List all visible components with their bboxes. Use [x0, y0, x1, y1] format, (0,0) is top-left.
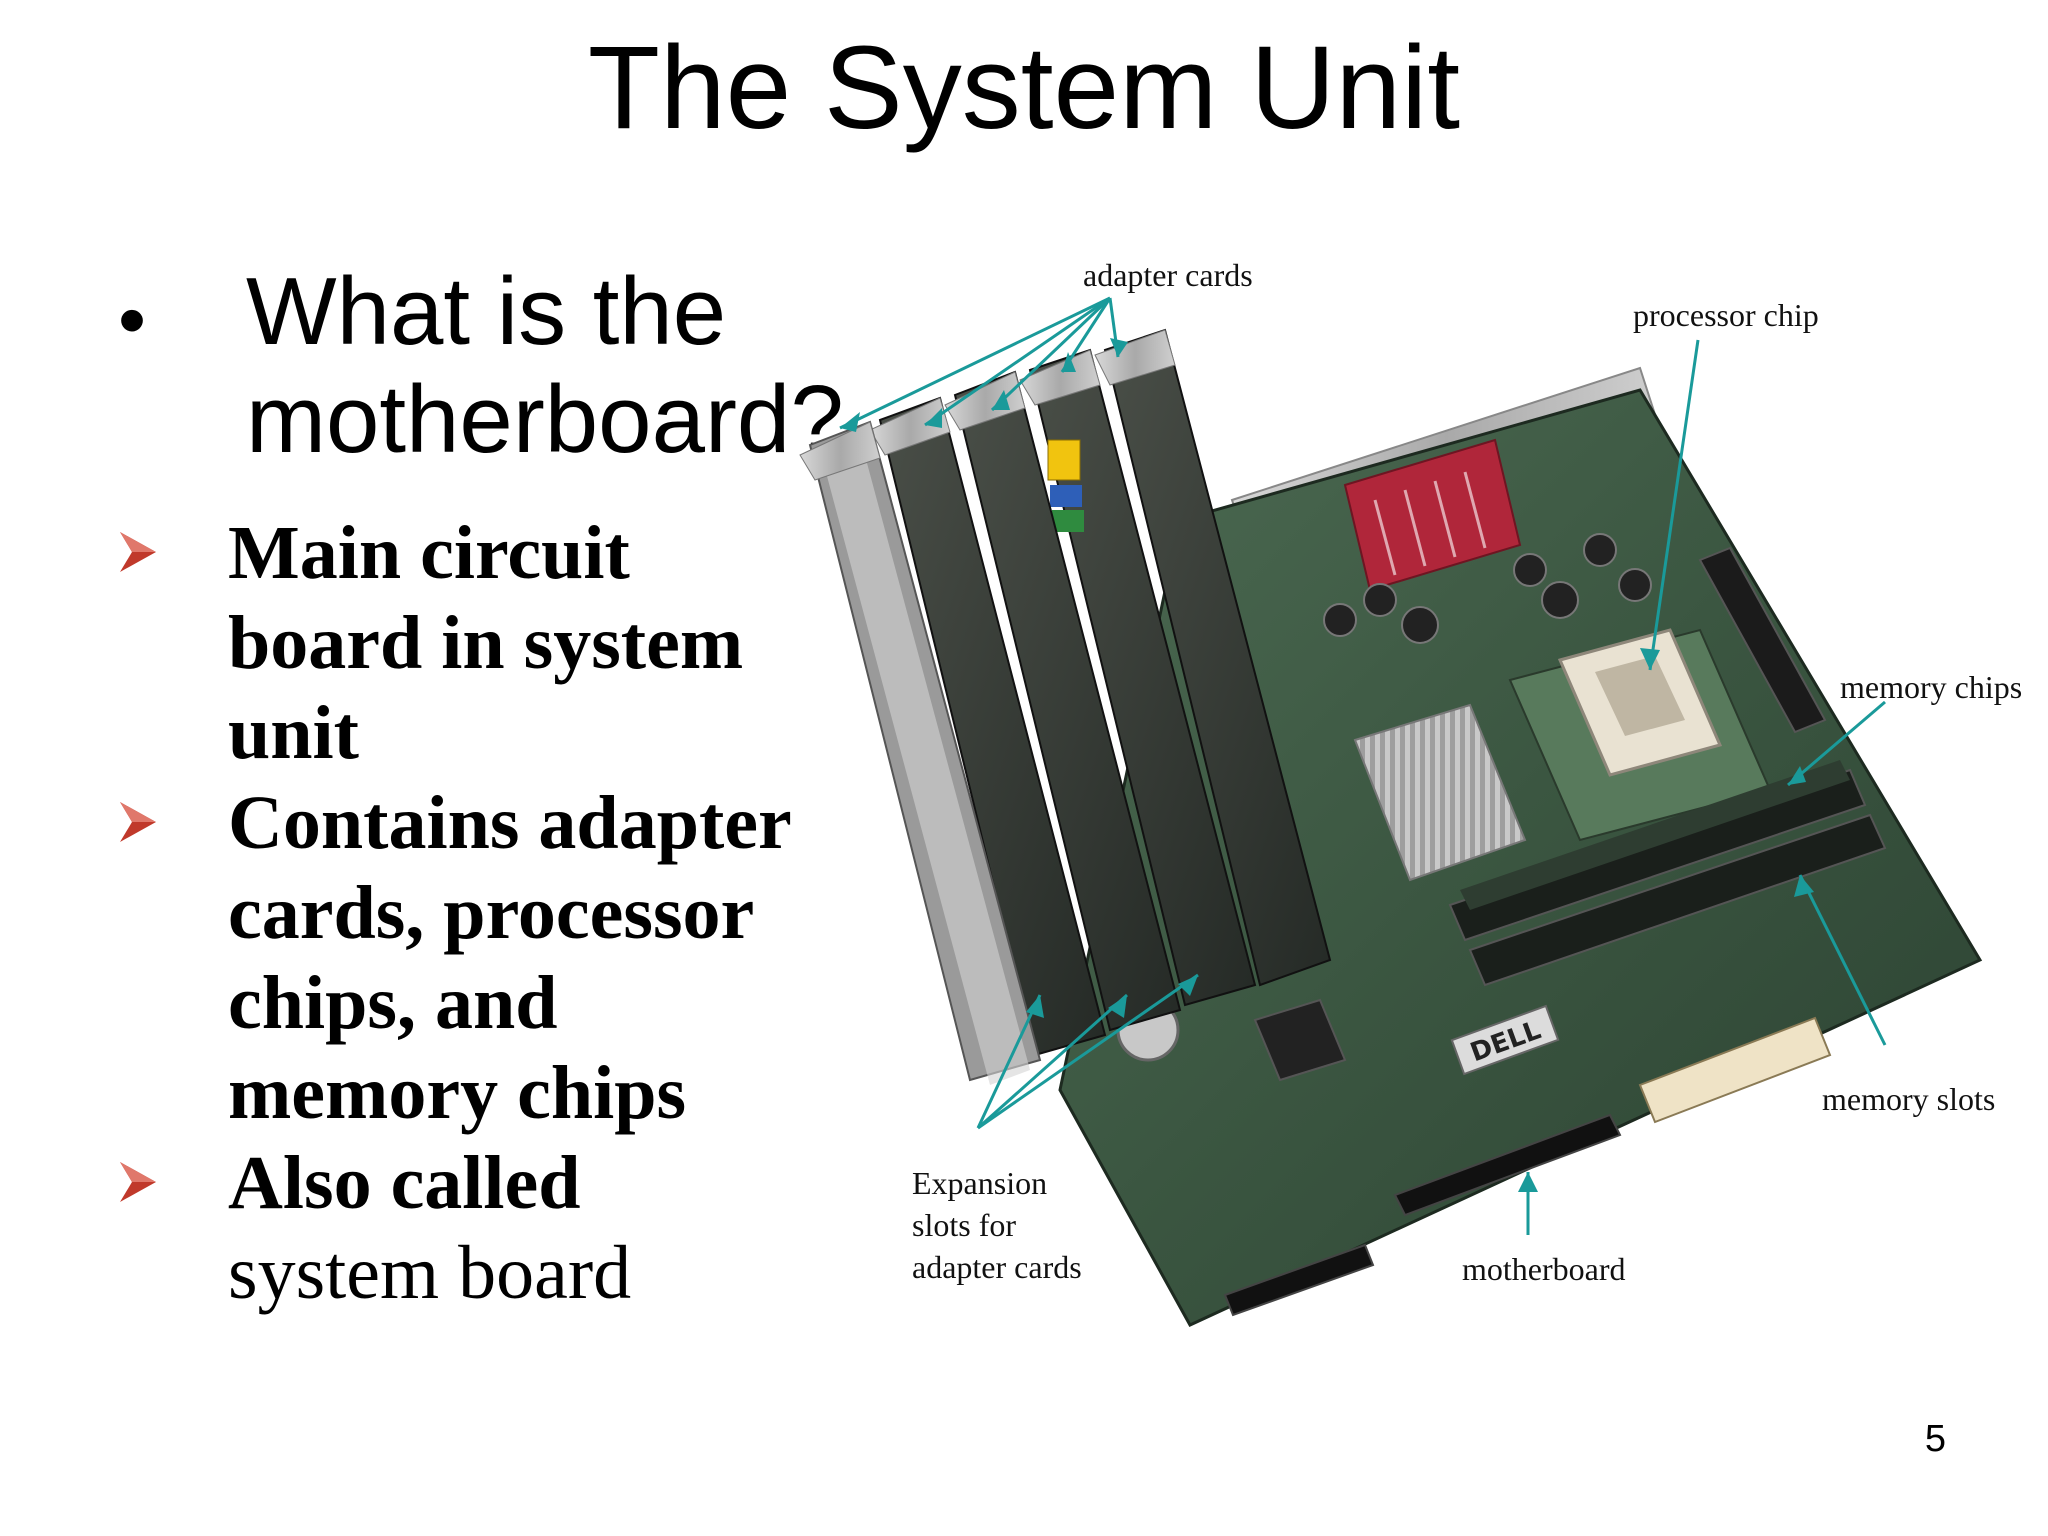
- sub-bullet-2-text: Contains adapter cards, processor chips,…: [228, 781, 791, 1135]
- adapter-cards-group: [799, 328, 1332, 1085]
- sub-bullet-3: Also called system board: [118, 1138, 818, 1318]
- bullet-arrow-icon: [120, 532, 156, 572]
- label-memory-chips: memory chips: [1840, 669, 2023, 705]
- label-expansion-line-3: adapter cards: [912, 1249, 1082, 1285]
- sub-bullet-2: Contains adapter cards, processor chips,…: [118, 778, 818, 1138]
- bullet-arrow-icon: [120, 1162, 156, 1202]
- sub-bullet-3-normal: system board: [228, 1231, 632, 1315]
- sub-bullet-1-text: Main circuit board in system unit: [228, 511, 744, 775]
- parallel-port-connector: [1343, 438, 1522, 592]
- capacitor-cluster: [1323, 533, 1652, 644]
- heatsink: [1353, 703, 1527, 882]
- dimm-retention-bracket: [1698, 546, 1827, 734]
- memory-slot-array: [1448, 760, 1887, 987]
- floppy-connector: [1393, 1113, 1622, 1217]
- label-memory-slots: memory slots: [1822, 1081, 1996, 1117]
- label-adapter-cards: adapter cards: [1083, 257, 1253, 293]
- sub-bullet-3-bold: Also called: [228, 1141, 581, 1225]
- leader-lines: [839, 296, 1887, 1235]
- label-processor-chip: processor chip: [1633, 297, 1819, 333]
- arrowheads: [840, 338, 1814, 1192]
- page-number: 5: [1924, 1418, 1946, 1460]
- bottom-edge-connector: [1223, 1243, 1375, 1317]
- bullet-dot: •: [118, 275, 147, 364]
- slide-title: The System Unit: [587, 22, 1461, 154]
- processor-chip-graphic: [1508, 628, 1772, 842]
- label-expansion-line-2: slots for: [912, 1207, 1016, 1243]
- bullet-arrow-icon: [120, 802, 156, 842]
- main-bullet-text: What is the motherboard?: [246, 258, 844, 473]
- label-motherboard: motherboard: [1462, 1251, 1626, 1287]
- ide-connector: [1638, 1016, 1832, 1124]
- sub-bullet-1: Main circuit board in system unit: [118, 508, 818, 778]
- chipset: [1253, 998, 1347, 1082]
- sub-bullet-list: Main circuit board in system unit Contai…: [118, 508, 818, 1318]
- label-expansion-line-1: Expansion: [912, 1165, 1048, 1201]
